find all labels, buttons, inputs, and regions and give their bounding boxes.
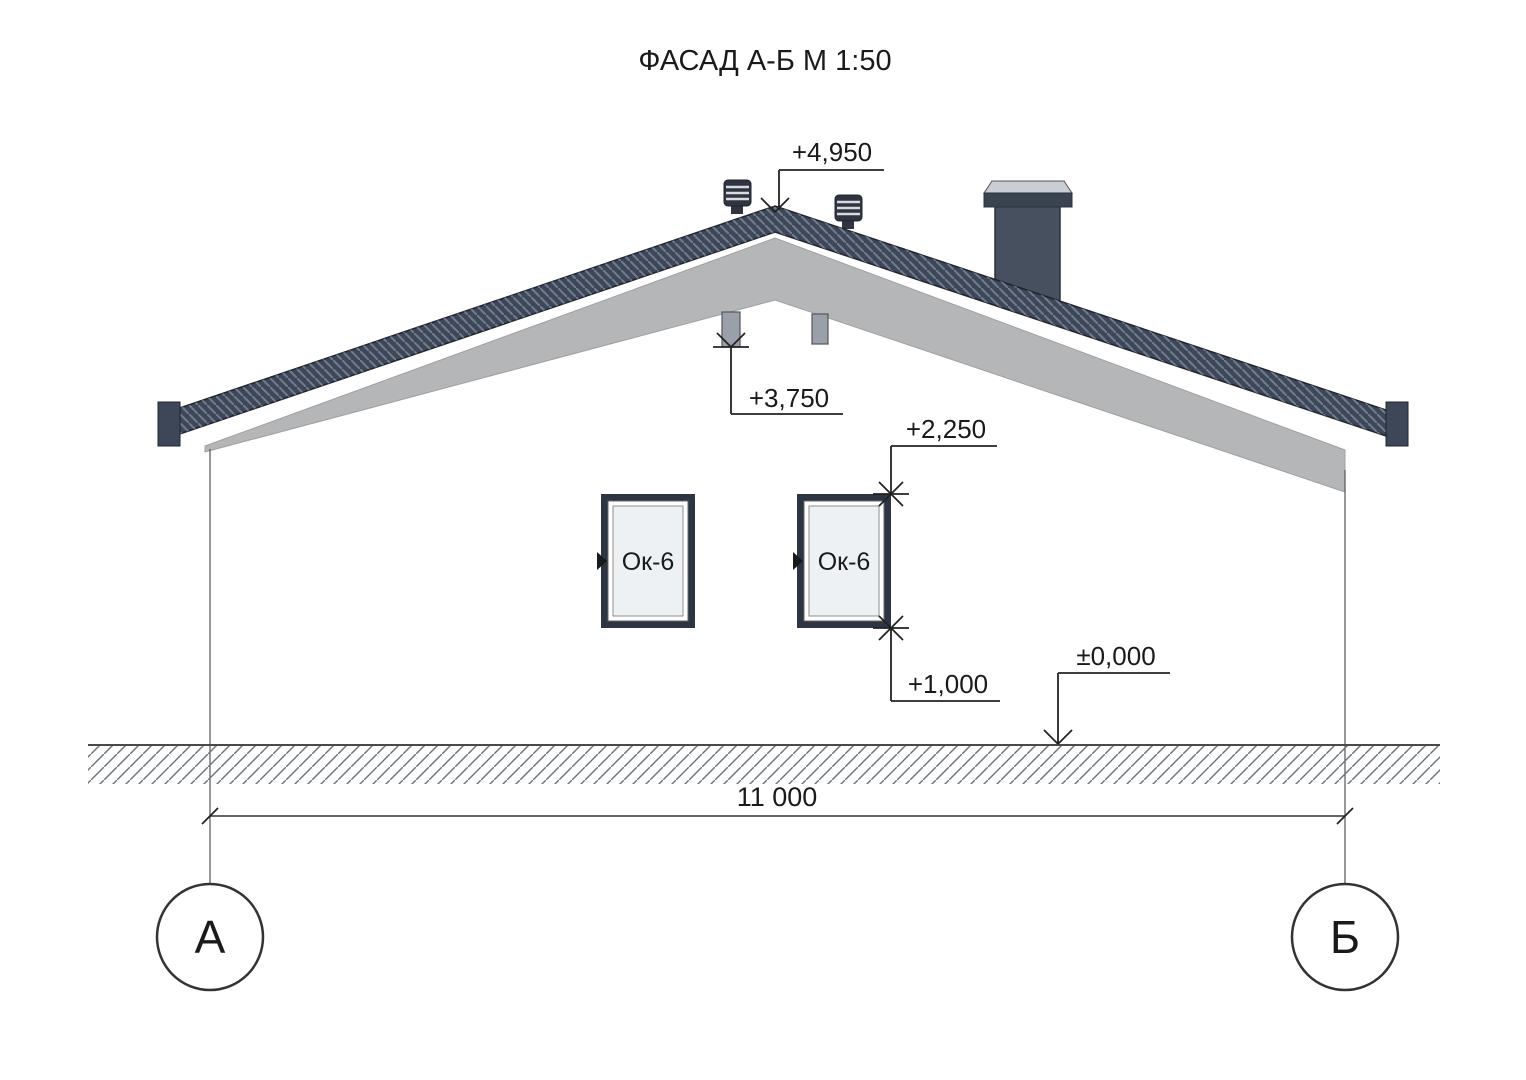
window-glass <box>612 505 684 617</box>
gable-vent-right <box>811 313 829 345</box>
level-arrow <box>1043 729 1059 745</box>
level-arrow <box>760 197 776 213</box>
window-1: Ок-6 <box>597 494 695 628</box>
level-arrow <box>1057 729 1073 745</box>
roof-end-left <box>157 401 181 447</box>
level-label-ground: ±0,000 <box>1076 641 1155 671</box>
window-label: Ок-6 <box>818 548 871 576</box>
roof-end-right <box>1385 401 1409 447</box>
level-mark-soffit: +3,750 <box>713 332 843 415</box>
drawing-title: ФАСАД А-Б М 1:50 <box>638 45 891 77</box>
dimension-tick-right <box>1336 807 1354 825</box>
axis-label-b: Б <box>1330 911 1360 963</box>
turbine-stem <box>731 204 743 214</box>
axis-circle-a <box>155 882 265 992</box>
window-swing-marker <box>597 552 607 570</box>
dimension-label: 11 000 <box>737 782 818 812</box>
turbine-stem <box>842 219 854 229</box>
axis-b: Б <box>1290 882 1400 992</box>
chimney-cap-top <box>983 180 1073 194</box>
window-2: Ок-6 <box>793 494 891 628</box>
level-label-soffit: +3,750 <box>749 383 829 413</box>
level-mark-ridge: +4,950 <box>760 137 884 213</box>
level-label-window-top: +2,250 <box>906 414 986 444</box>
level-mark-window-sill: +1,000 <box>873 615 1000 702</box>
axis-circle-b <box>1290 882 1400 992</box>
level-arrow <box>716 332 732 348</box>
vent-turbine-left <box>723 179 752 214</box>
dimension-overall: 11 000 <box>201 782 1354 825</box>
dimension-tick-left <box>201 807 219 825</box>
chimney-cap <box>983 192 1073 208</box>
level-label-window-sill: +1,000 <box>908 669 988 699</box>
level-mark-window-top: +2,250 <box>873 414 997 507</box>
level-label-ridge: +4,950 <box>792 137 872 167</box>
ground-hatch <box>88 746 1440 784</box>
axis-a: А <box>155 882 265 992</box>
level-mark-ground: ±0,000 <box>1043 641 1170 745</box>
window-swing-marker <box>793 552 803 570</box>
window-label: Ок-6 <box>622 548 675 576</box>
level-arrow <box>774 197 790 213</box>
roof-band <box>157 205 1409 447</box>
vent-turbine-right <box>834 194 863 229</box>
axis-label-a: А <box>195 911 226 963</box>
ground <box>88 744 1440 784</box>
window-glass <box>808 505 880 617</box>
level-arrow <box>730 332 746 348</box>
